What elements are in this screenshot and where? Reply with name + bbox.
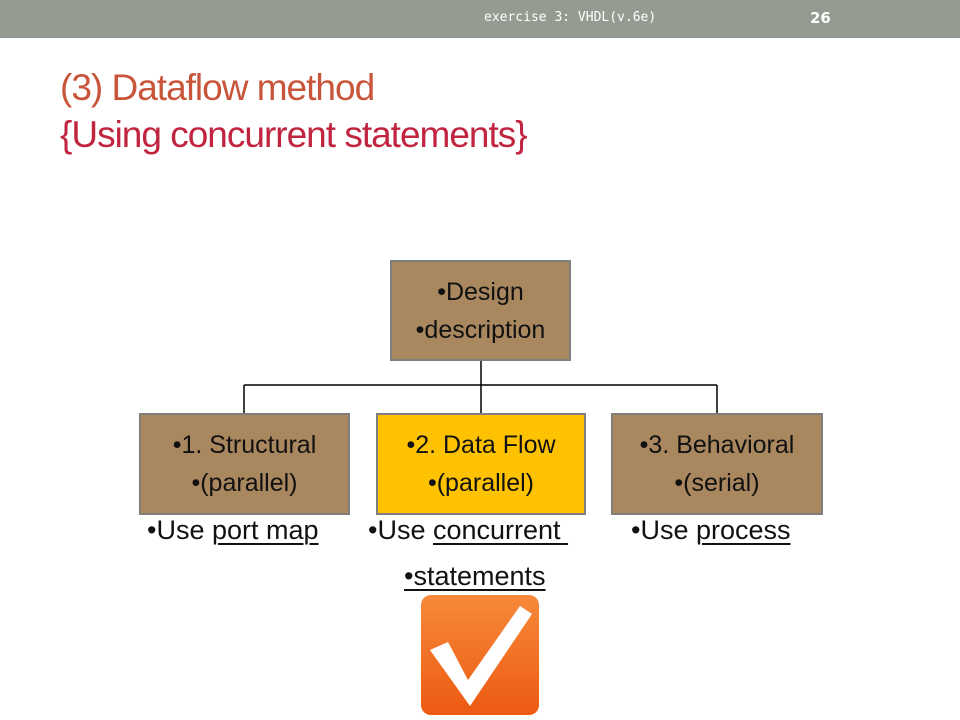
root-line1: •Design <box>437 277 524 306</box>
slide-title-line2: {Using concurrent statements} <box>60 114 528 155</box>
course-label: exercise 3: VHDL(v.6e) <box>484 10 657 25</box>
dataflow-line1: •2. Data Flow <box>406 431 556 459</box>
structural-line2: •(parallel) <box>191 469 298 497</box>
root-line2: •description <box>415 315 546 344</box>
checkmark-icon <box>421 595 539 715</box>
structural-note-keyword: port map <box>211 515 319 545</box>
behavioral-box: •3. Behavioral •(serial) <box>611 413 823 515</box>
slide-title: (3) Dataflow method {Using concurrent st… <box>60 64 920 158</box>
behavioral-line1: •3. Behavioral <box>639 431 795 459</box>
structural-line1: •1. Structural <box>172 431 317 459</box>
dataflow-note: •Use concurrent <box>368 515 568 546</box>
page-number: 26 <box>810 9 831 27</box>
dataflow-note-keyword: concurrent <box>432 515 569 545</box>
dataflow-note-prefix: •Use <box>368 515 433 545</box>
slide-title-line1: (3) Dataflow method <box>60 67 375 108</box>
dataflow-note-continued: •statements <box>404 561 546 592</box>
structural-box: •1. Structural •(parallel) <box>139 413 350 515</box>
dataflow-box: •2. Data Flow •(parallel) <box>376 413 586 515</box>
dataflow-note-keyword-line2: •statements <box>404 561 546 591</box>
behavioral-line2: •(serial) <box>674 469 760 497</box>
design-description-box: •Design •description <box>390 260 571 361</box>
behavioral-note-prefix: •Use <box>631 515 696 545</box>
slide-header-bar: exercise 3: VHDL(v.6e) 26 <box>0 0 960 38</box>
structural-note-prefix: •Use <box>147 515 212 545</box>
dataflow-line2: •(parallel) <box>427 469 534 497</box>
behavioral-note: •Use process <box>631 515 791 546</box>
structural-note: •Use port map <box>147 515 319 546</box>
behavioral-note-keyword: process <box>695 515 791 545</box>
